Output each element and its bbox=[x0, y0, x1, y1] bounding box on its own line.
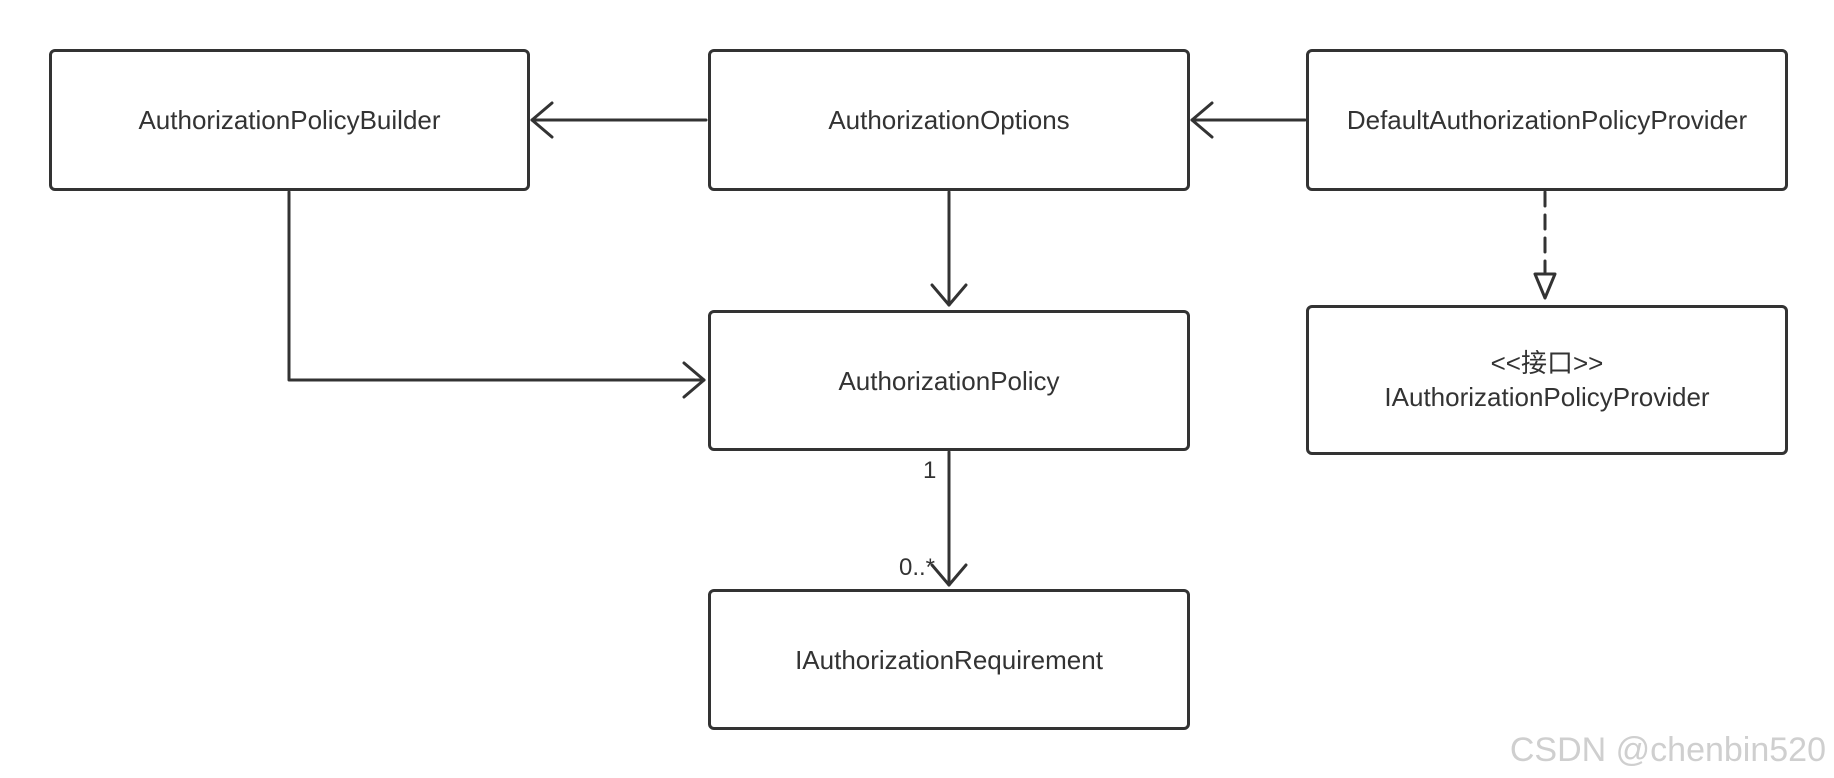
interface-box-authorization-policy-provider[interactable]: <<接口>> IAuthorizationPolicyProvider bbox=[1306, 305, 1788, 455]
multiplicity-source-label: 1 bbox=[923, 457, 937, 484]
arrow-options-to-builder bbox=[530, 101, 708, 139]
interface-stereotype: <<接口>> bbox=[1490, 348, 1604, 378]
realization-provider-to-interface bbox=[1533, 190, 1557, 300]
watermark-text: CSDN @chenbin520 bbox=[1509, 731, 1826, 769]
class-box-authorization-policy-builder[interactable]: AuthorizationPolicyBuilder bbox=[49, 49, 530, 191]
class-box-authorization-options[interactable]: AuthorizationOptions bbox=[708, 49, 1190, 191]
arrow-options-to-policy bbox=[930, 190, 968, 307]
arrow-policy-to-requirement bbox=[930, 450, 968, 587]
class-name: AuthorizationPolicy bbox=[838, 365, 1060, 396]
class-name: AuthorizationOptions bbox=[828, 105, 1070, 135]
class-name: DefaultAuthorizationPolicyProvider bbox=[1346, 105, 1748, 135]
class-box-default-authorization-policy-provider[interactable]: DefaultAuthorizationPolicyProvider bbox=[1306, 49, 1788, 191]
class-name: IAuthorizationRequirement bbox=[795, 644, 1103, 675]
class-name: AuthorizationPolicyBuilder bbox=[138, 105, 441, 135]
arrow-provider-to-options bbox=[1190, 101, 1307, 139]
class-box-authorization-requirement[interactable]: IAuthorizationRequirement bbox=[708, 589, 1190, 730]
arrow-builder-to-policy bbox=[287, 190, 706, 399]
multiplicity-target-label: 0..* bbox=[899, 554, 936, 581]
interface-name: IAuthorizationPolicyProvider bbox=[1384, 382, 1710, 412]
class-box-authorization-policy[interactable]: AuthorizationPolicy bbox=[708, 310, 1190, 451]
